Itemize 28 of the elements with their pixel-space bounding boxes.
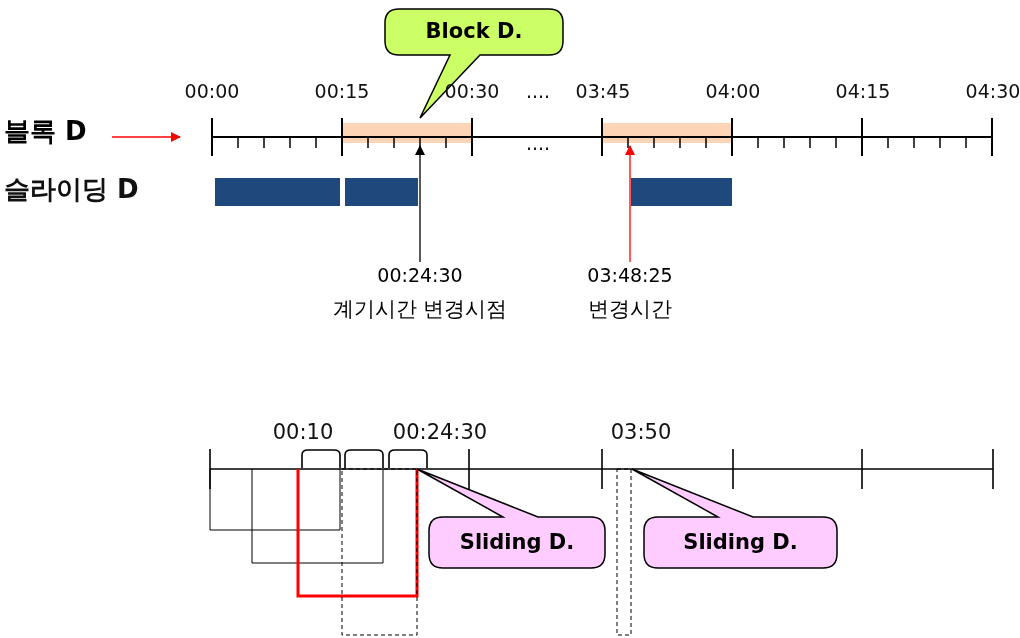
time-label: 00:30 [444,80,500,102]
caption-text: 계기시간 변경시점 [331,296,509,323]
time-label: 04:15 [835,80,891,102]
time-label: 03:45 [575,80,631,102]
row-label: 슬라이딩 D [4,173,139,206]
time-label: 00:00 [184,80,240,102]
arrow [625,145,635,263]
arrow [111,132,181,142]
sliding-bar [631,178,732,206]
time-label: 04:30 [965,80,1020,102]
timeline-axis [211,117,994,157]
time-label: 03:48:25 [586,263,674,288]
caption-text: 변경시간 [587,296,673,323]
ellipsis: .... [525,80,551,102]
arrow [415,145,425,263]
row-label: 블록 D [4,114,112,150]
time-label: 00:10 [272,420,334,444]
sliding-bar [215,178,340,206]
time-label: 04:00 [705,80,761,102]
callout-text: Sliding D. [458,529,576,554]
time-label: 00:15 [314,80,370,102]
time-label: 00:24:30 [376,263,464,288]
time-label: 00:24:30 [392,420,488,444]
sliding-bar [345,178,418,206]
callout-text: Sliding D. [682,529,799,554]
ellipsis: .... [525,132,551,154]
callout-text: Block D. [424,19,524,43]
time-label: 03:50 [610,420,672,444]
